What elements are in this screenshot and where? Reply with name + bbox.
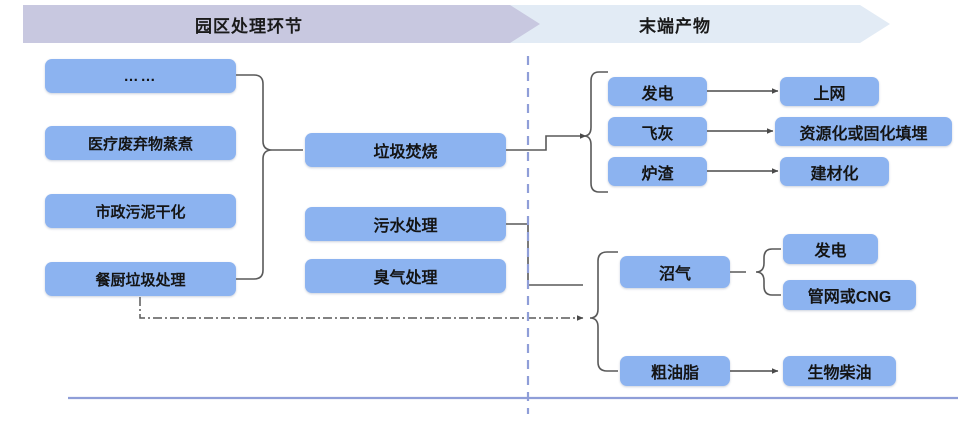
node-etc-label: …… [123,67,158,85]
node-sewage-label: 污水处理 [373,218,438,235]
node-slag-label: 炉渣 [641,165,674,183]
node-power[interactable]: 发电 [608,77,707,106]
wire-kitchenwaste-dashed [139,297,584,321]
brace-incineration-products [583,71,608,193]
node-medical-waste[interactable]: 医疗废弃物蒸煮 [45,126,236,160]
node-biodiesel[interactable]: 生物柴油 [783,356,896,386]
node-municipal-mud-label: 市政污泥干化 [95,203,186,221]
banner-end-products-label: 末端产物 [639,16,711,36]
node-medical-waste-label: 医疗废弃物蒸煮 [87,135,193,153]
node-kitchen-waste[interactable]: 餐厨垃圾处理 [45,262,236,296]
brace-biogas-products [730,248,781,296]
node-odor[interactable]: 臭气处理 [305,259,506,293]
node-biodiesel-label: 生物柴油 [807,365,872,382]
node-biogas-power[interactable]: 发电 [783,234,878,264]
node-power-label: 发电 [641,85,674,103]
banner-park-processing: 园区处理环节 [23,5,545,43]
brace-inputs-to-incineration [236,74,303,280]
node-pipeline-cng-label: 管网或CNG [807,289,892,306]
node-landfill[interactable]: 资源化或固化填埋 [775,117,952,146]
node-slag[interactable]: 炉渣 [608,157,707,186]
banner-end-products: 末端产物 [510,5,890,43]
node-fly-ash-label: 飞灰 [641,125,674,143]
node-grid[interactable]: 上网 [780,77,879,106]
node-crude-oil[interactable]: 粗油脂 [620,356,730,386]
node-landfill-label: 资源化或固化填埋 [799,125,928,143]
node-odor-label: 臭气处理 [373,270,438,287]
node-incineration[interactable]: 垃圾焚烧 [305,133,506,167]
node-crude-oil-label: 粗油脂 [650,365,699,382]
node-etc[interactable]: …… [45,59,236,93]
node-fly-ash[interactable]: 飞灰 [608,117,707,146]
node-incineration-label: 垃圾焚烧 [373,144,438,161]
node-kitchen-waste-label: 餐厨垃圾处理 [95,271,186,289]
node-building-material[interactable]: 建材化 [780,157,889,186]
node-sewage[interactable]: 污水处理 [305,207,506,241]
node-biogas-power-label: 发电 [814,243,847,260]
node-municipal-mud[interactable]: 市政污泥干化 [45,194,236,228]
wire-incineration-to-products [506,133,587,151]
brace-lower-products [589,251,618,372]
node-biogas[interactable]: 沼气 [620,256,730,288]
node-grid-label: 上网 [813,85,846,103]
node-building-material-label: 建材化 [810,165,859,183]
wire-sewage-odor-to-lower [506,223,583,286]
node-pipeline-cng[interactable]: 管网或CNG [783,280,916,310]
banner-park-processing-label: 园区处理环节 [195,16,303,36]
node-biogas-label: 沼气 [658,266,691,283]
